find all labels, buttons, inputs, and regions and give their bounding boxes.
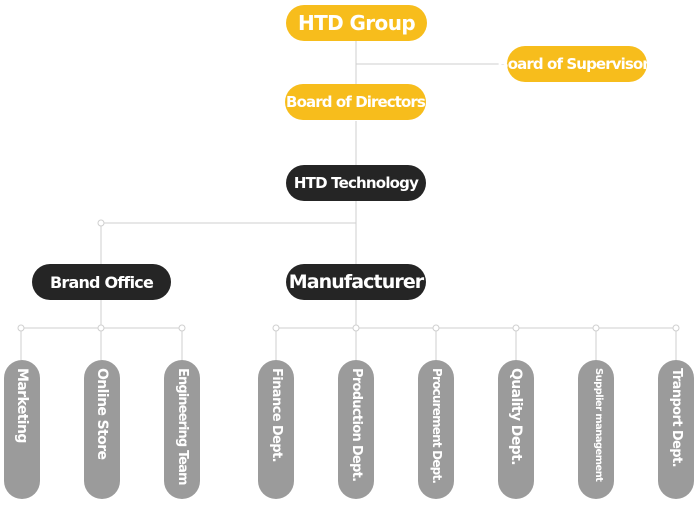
dept-engineering-team: Engineering Team	[164, 360, 200, 499]
dept-finance-label: Finance Dept.	[269, 368, 284, 462]
dept-marketing-label: Marketing	[14, 368, 30, 443]
board-of-directors-node: Board of Directors	[285, 84, 426, 120]
htd-technology-node: HTD Technology	[286, 165, 426, 201]
dept-supplier-management: Supplier management	[578, 360, 614, 499]
dept-marketing: Marketing	[4, 360, 40, 499]
board-of-directors-label: Board of Directors	[286, 93, 426, 111]
dept-production-label: Production Dept.	[349, 368, 364, 482]
board-of-supervisors-label: Board of Supervisors	[497, 55, 657, 73]
dept-transport: Tranport Dept.	[658, 360, 694, 499]
brand-office-node: Brand Office	[32, 264, 171, 300]
brand-office-label: Brand Office	[49, 272, 154, 292]
dept-engineering-team-label: Engineering Team	[175, 368, 190, 485]
manufacturer-label: Manufacturer	[288, 271, 424, 293]
dept-production: Production Dept.	[338, 360, 374, 499]
dept-procurement: Procurement Dept.	[418, 360, 454, 499]
dept-transport-label: Tranport Dept.	[669, 368, 684, 467]
htd-technology-label: HTD Technology	[293, 174, 419, 192]
dept-procurement-label: Procurement Dept.	[430, 368, 444, 484]
dept-online-store-label: Online Store	[94, 368, 110, 460]
dept-quality: Quality Dept.	[498, 360, 534, 499]
dept-supplier-management-label: Supplier management	[593, 368, 604, 482]
dept-finance: Finance Dept.	[258, 360, 294, 499]
htd-group-node: HTD Group	[286, 5, 427, 41]
board-of-supervisors-node: Board of Supervisors	[497, 46, 658, 82]
manufacturer-node: Manufacturer	[286, 264, 426, 300]
dept-online-store: Online Store	[84, 360, 120, 499]
htd-group-label: HTD Group	[297, 11, 416, 35]
dept-quality-label: Quality Dept.	[508, 368, 524, 465]
